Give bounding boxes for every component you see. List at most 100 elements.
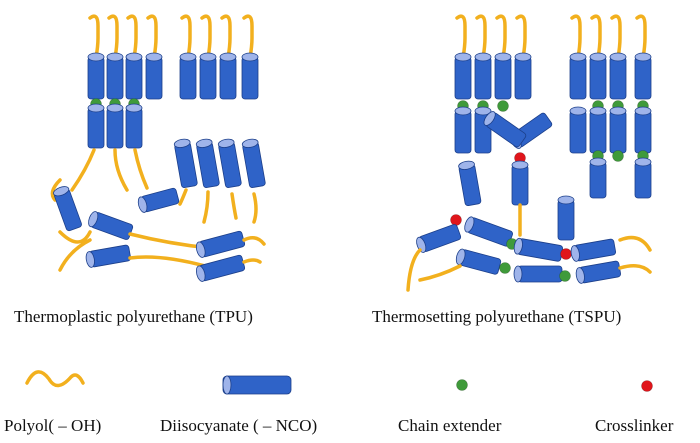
cylinder-cap xyxy=(125,103,143,113)
diisocyanate-cylinder xyxy=(513,237,563,262)
cylinder-cap xyxy=(513,237,523,255)
cylinder-body xyxy=(514,56,532,100)
polyol-chain xyxy=(133,148,149,190)
diisocyanate-cylinder xyxy=(125,103,143,149)
cylinder-cap xyxy=(514,52,532,62)
cylinder-cap xyxy=(195,265,206,282)
cylinder-body xyxy=(511,164,529,206)
legend-polyol-icon xyxy=(25,370,85,388)
cylinder-body xyxy=(494,56,512,100)
cylinder-cap xyxy=(137,196,148,213)
polyol-chain xyxy=(252,192,258,224)
diisocyanate-cylinder xyxy=(85,244,132,268)
cylinder-body xyxy=(125,56,143,100)
cylinder-cap xyxy=(241,52,259,62)
cylinder-cap xyxy=(511,160,529,170)
diisocyanate-cylinder xyxy=(87,52,105,100)
diisocyanate-cylinder xyxy=(494,52,512,100)
cylinder-body xyxy=(88,244,132,268)
cylinder-cap xyxy=(145,52,163,62)
cylinder-body xyxy=(474,56,492,100)
cylinder-body xyxy=(198,230,246,258)
chain-extender xyxy=(612,150,624,162)
crosslinker xyxy=(450,214,462,226)
cylinder-cap xyxy=(570,245,580,262)
diisocyanate-cylinder xyxy=(454,106,472,154)
tspu-caption: Thermosetting polyurethane (TSPU) xyxy=(372,307,622,326)
cylinder-body xyxy=(609,110,627,154)
diisocyanate-cylinder xyxy=(137,187,180,213)
diisocyanate-cylinder xyxy=(575,260,622,284)
diisocyanate-cylinder xyxy=(570,238,617,262)
diisocyanate-cylinder xyxy=(88,211,134,240)
cylinder-cap xyxy=(217,138,235,148)
diisocyanate-cylinder xyxy=(569,52,587,100)
tpu-caption: Thermoplastic polyurethane (TPU) xyxy=(14,307,253,326)
cylinder-cap xyxy=(85,251,95,268)
cylinder-body xyxy=(106,107,124,149)
diisocyanate-cylinder xyxy=(454,52,472,100)
cylinder-cap xyxy=(199,52,217,62)
diisocyanate-cylinder xyxy=(145,52,163,100)
cylinder-body xyxy=(125,107,143,149)
diisocyanate-cylinder xyxy=(241,52,259,100)
cylinder-cap xyxy=(87,103,105,113)
cylinder-body xyxy=(145,56,163,100)
cylinder-body xyxy=(589,56,607,100)
cylinder-cap xyxy=(483,111,496,126)
diisocyanate-cylinder xyxy=(569,106,587,154)
cylinder-cap xyxy=(87,52,105,62)
cylinder-body xyxy=(634,56,652,100)
polyol-chain xyxy=(58,230,92,272)
cylinder-body xyxy=(634,161,652,199)
polyol-chain xyxy=(418,264,462,282)
cylinder-body xyxy=(106,56,124,100)
cylinder-cap xyxy=(455,248,466,266)
polyol-chain xyxy=(230,192,238,220)
cylinder-cap xyxy=(195,241,206,258)
cylinder-cap xyxy=(513,265,523,283)
cylinder-cap xyxy=(557,195,575,205)
diisocyanate-cylinder xyxy=(474,52,492,100)
diisocyanate-cylinder xyxy=(458,160,482,207)
cylinder-body xyxy=(241,56,259,100)
cylinder-body xyxy=(573,238,617,262)
cylinder-cap xyxy=(219,52,237,62)
cylinder-body xyxy=(517,238,563,262)
cylinder-cap xyxy=(569,106,587,116)
cylinder-cap xyxy=(179,52,197,62)
diisocyanate-cylinder xyxy=(511,160,529,206)
diisocyanate-cylinder xyxy=(455,248,502,275)
cylinder-body xyxy=(198,254,246,282)
cylinder-cap xyxy=(494,52,512,62)
cylinder-body xyxy=(87,107,105,149)
diisocyanate-cylinder xyxy=(589,106,607,154)
cylinder-cap xyxy=(454,52,472,62)
cylinder-body xyxy=(218,142,242,188)
cylinder-body xyxy=(174,142,198,188)
diisocyanate-cylinder xyxy=(634,106,652,154)
cylinder-body xyxy=(87,56,105,100)
diisocyanate-cylinder xyxy=(106,103,124,149)
diisocyanate-cylinder xyxy=(609,52,627,100)
diisocyanate-cylinder xyxy=(514,52,532,100)
diisocyanate-cylinder xyxy=(634,52,652,100)
cylinder-cap xyxy=(474,106,492,116)
diisocyanate-cylinder xyxy=(241,138,266,188)
diisocyanate-cylinder xyxy=(483,111,527,148)
diisocyanate-cylinder xyxy=(195,138,220,188)
cylinder-cap xyxy=(464,216,475,233)
cylinder-body xyxy=(634,110,652,154)
cylinder-body xyxy=(458,163,482,207)
cylinder-body xyxy=(578,260,622,284)
diisocyanate-cylinder xyxy=(589,52,607,100)
polyol-chain xyxy=(242,258,262,264)
cylinder-body xyxy=(242,142,266,188)
diisocyanate-cylinder xyxy=(199,52,217,100)
diisocyanate-cylinder xyxy=(125,52,143,100)
cylinder-cap xyxy=(125,52,143,62)
diisocyanate-cylinder xyxy=(173,138,198,188)
diisocyanate-cylinder xyxy=(87,103,105,149)
cylinder-cap xyxy=(474,52,492,62)
